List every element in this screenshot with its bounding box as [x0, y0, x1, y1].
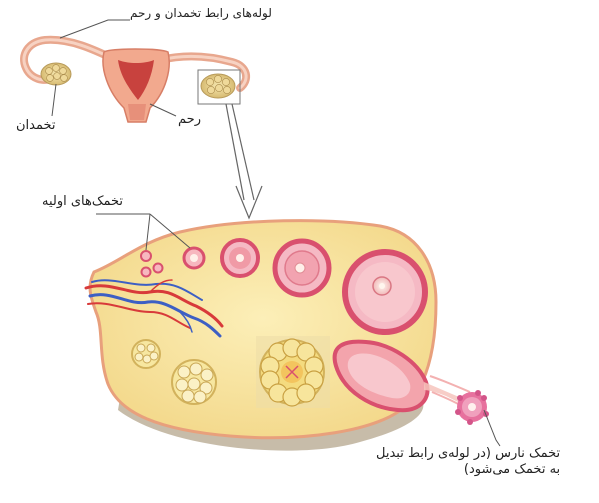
label-fallopian-tubes: لوله‌های رابط تخمدان و رحم: [130, 6, 272, 21]
corpus-body-2: [172, 360, 216, 404]
follicle-primary-1: [141, 251, 151, 261]
uterus-illustration: [24, 40, 246, 122]
label-immature-ovum-line-1: تخمک نارس (در لوله‌ی رابط تبدیل: [376, 446, 560, 462]
follicle-primary-3: [154, 264, 163, 273]
follicle-primary-2: [142, 268, 151, 277]
label-immature-ovum: تخمک نارس (در لوله‌ی رابط تبدیل به تخمک …: [376, 446, 560, 479]
ovary-cross-section: [86, 221, 489, 451]
corpus-body-1: [132, 340, 160, 368]
growing-follicle-1: [222, 240, 258, 276]
label-primary-follicles: تخمک‌های اولیه: [42, 194, 123, 210]
growing-follicle-3: [345, 252, 425, 332]
label-immature-ovum-line-2: به تخمک می‌شود): [376, 462, 560, 478]
corpus-luteum: [256, 336, 330, 408]
label-uterus: رحم: [178, 112, 201, 128]
growing-follicle-2: [275, 241, 329, 295]
label-ovary: تخمدان: [16, 118, 56, 134]
zoom-arrow: [226, 104, 262, 218]
